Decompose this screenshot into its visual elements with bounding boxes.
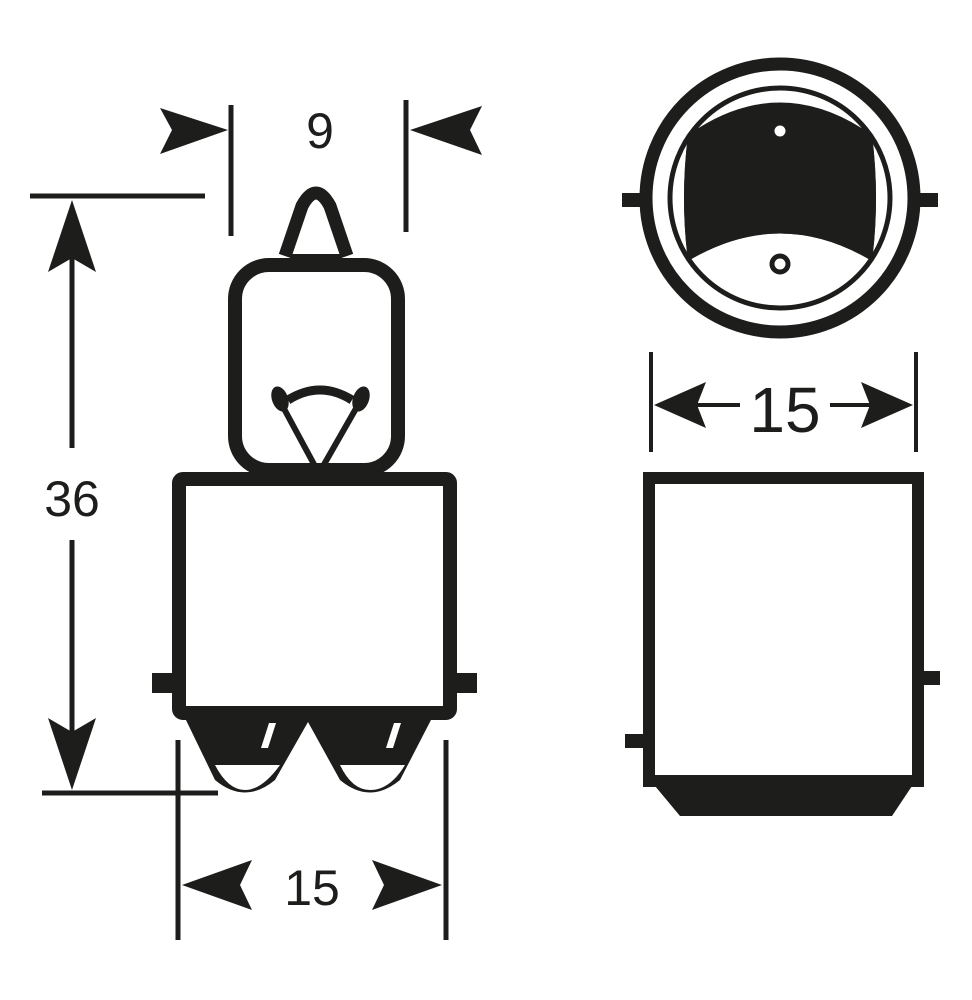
dimension-label-9: 9 — [306, 103, 334, 159]
base-contact-plate — [655, 786, 912, 816]
base-profile-view — [625, 472, 940, 816]
contact-highlight-left — [215, 765, 280, 790]
contact-glint-right — [386, 723, 401, 748]
bulb-tip — [278, 186, 354, 259]
arrowhead-left — [654, 382, 706, 428]
bayonet-pin-right — [455, 673, 477, 693]
contact-dot-bottom — [769, 253, 791, 275]
dimension-bulb-width: 9 — [160, 100, 482, 236]
bulb-side-view — [152, 186, 477, 793]
contact-body — [684, 135, 876, 261]
arrowhead-right — [861, 382, 913, 428]
filament — [285, 385, 355, 404]
inner-ring — [667, 85, 893, 311]
arrowhead-up — [48, 200, 96, 272]
pin-left — [625, 734, 645, 748]
lead-wire-right — [319, 403, 361, 470]
bayonet-pin-left — [152, 673, 174, 693]
pin-right — [922, 671, 940, 685]
base-body — [172, 472, 457, 720]
dimension-base-width-side: 15 — [175, 740, 449, 940]
base-body — [643, 472, 924, 787]
contact-glint-left — [261, 723, 276, 748]
arrowhead-right — [372, 860, 442, 910]
dimension-label-15-end: 15 — [749, 374, 820, 446]
lead-wire-left — [279, 403, 319, 470]
dimension-label-36: 36 — [44, 471, 100, 527]
arrowhead-left — [410, 106, 482, 155]
arrowhead-left — [182, 860, 252, 910]
arrowhead-down — [48, 718, 96, 790]
arrowhead-right — [160, 108, 228, 154]
contact-dot-top — [769, 120, 791, 142]
dimension-label-15-side: 15 — [284, 860, 340, 916]
dimension-overall-height: 36 — [30, 193, 218, 796]
dimension-base-width-end: 15 — [649, 352, 918, 452]
contact-highlight-right — [340, 765, 405, 790]
bulb-end-view — [622, 57, 938, 339]
glass-envelope — [228, 258, 405, 477]
